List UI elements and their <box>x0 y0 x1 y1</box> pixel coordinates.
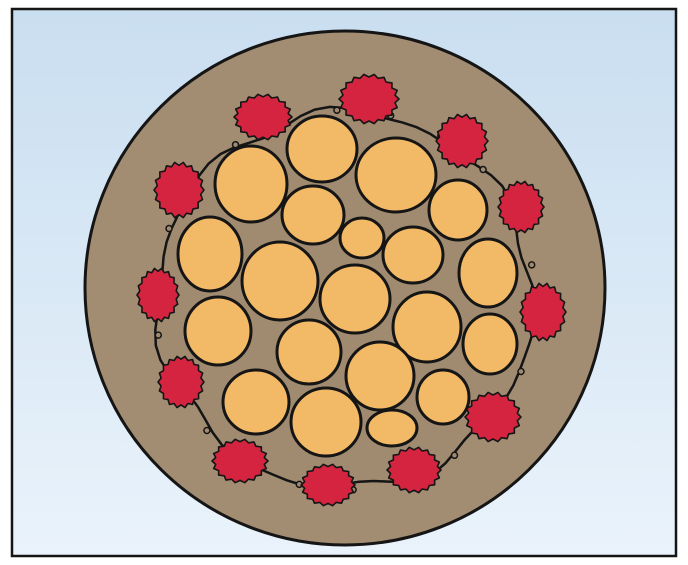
core-strand <box>340 218 384 258</box>
boundary-bead <box>452 452 458 458</box>
core-strand <box>287 116 357 182</box>
boundary-bead <box>480 167 486 173</box>
core-strand <box>356 138 436 212</box>
boundary-bead <box>529 262 535 268</box>
boundary-bead <box>155 332 161 338</box>
core-strand <box>223 370 289 434</box>
core-strand <box>277 320 341 384</box>
core-strand <box>463 314 517 374</box>
core-strand <box>291 388 361 456</box>
core-strand <box>242 242 318 320</box>
core-strand <box>178 217 242 291</box>
core-strand <box>429 180 487 240</box>
boundary-bead <box>518 369 524 375</box>
boundary-bead <box>334 107 340 113</box>
red-nodule <box>301 464 355 505</box>
boundary-bead <box>204 428 210 434</box>
boundary-bead <box>166 226 172 232</box>
core-strand <box>346 342 414 410</box>
core-strand <box>383 227 443 283</box>
core-strand <box>459 239 517 307</box>
core-strand <box>185 297 251 365</box>
core-strand <box>320 265 390 333</box>
core-strand <box>367 410 417 446</box>
core-strand <box>417 370 469 424</box>
core-strand <box>215 146 287 222</box>
core-strand <box>282 186 344 244</box>
boundary-bead <box>233 142 239 148</box>
